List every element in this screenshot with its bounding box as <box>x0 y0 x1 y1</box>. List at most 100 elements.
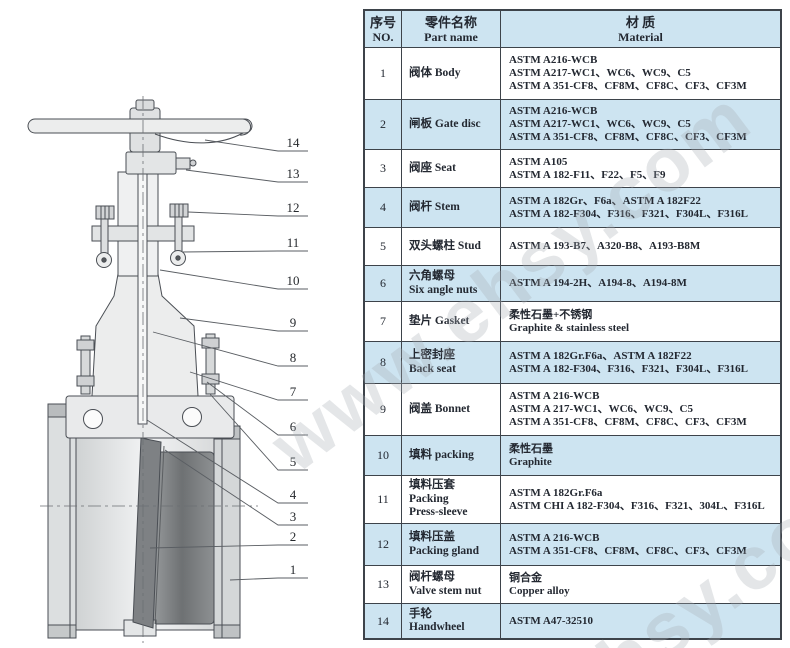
callout-leader-12 <box>187 211 308 217</box>
callout-leader-3 <box>164 449 308 526</box>
material-line: ASTM A105 <box>509 155 568 168</box>
part-name-line: 双头螺柱 Stud <box>409 239 481 252</box>
cell-no: 11 <box>365 476 402 523</box>
cell-no: 5 <box>365 228 402 265</box>
cell-no: 2 <box>365 100 402 149</box>
part-name-line: 填料压盖 <box>409 531 455 543</box>
part-name-line: Packing <box>409 492 449 505</box>
cell-no: 7 <box>365 302 402 341</box>
cell-part-name: 填料 packing <box>402 436 501 475</box>
material-line: ASTM A217-WC1、WC6、WC9、C5 <box>509 118 691 130</box>
cell-no: 9 <box>365 384 402 435</box>
cell-part-name: 双头螺柱 Stud <box>402 228 501 265</box>
part-name-line: 填料 packing <box>409 448 474 461</box>
material-line: ASTM A 182-F304、F316、F321、F304L、F316L <box>509 207 748 220</box>
part-name-line: Valve stem nut <box>409 584 482 597</box>
handwheel <box>27 99 253 153</box>
callout-leader-8 <box>152 331 308 367</box>
cell-no: 13 <box>365 566 402 603</box>
material-line: ASTM A 351-CF8、CF8M、CF8C、CF3、CF3M <box>509 131 747 143</box>
callout-label-7: 7 <box>290 384 297 399</box>
callout-label-2: 2 <box>290 529 297 544</box>
callout-label-9: 9 <box>290 315 297 330</box>
gland-eye-bolts <box>95 203 189 268</box>
material-line: Copper alloy <box>509 584 570 597</box>
part-name-line: 闸板 Gate disc <box>409 117 481 130</box>
material-line: ASTM A 182-F304、F316、F321、F304L、F316L <box>509 362 748 375</box>
centerlines <box>40 96 258 643</box>
header-material-en: Material <box>618 29 663 44</box>
cell-no: 1 <box>365 48 402 99</box>
callout-leader-6 <box>206 381 308 436</box>
table-row: 5 双头螺柱 Stud ASTM A 193-B7、A320-B8、A193-B8M <box>365 227 780 265</box>
material-line: Graphite <box>509 455 552 468</box>
callout-label-13: 13 <box>287 166 300 181</box>
bonnet-flange <box>65 395 235 439</box>
callout-label-6: 6 <box>290 419 297 434</box>
cell-part-name: 阀座 Seat <box>402 150 501 187</box>
callout-leader-13 <box>185 169 308 183</box>
part-name-line: 六角螺母 <box>409 270 455 282</box>
header-part-en: Part name <box>424 29 478 44</box>
callout-leader-14 <box>204 139 308 152</box>
valve-stem-nut <box>125 151 197 175</box>
cell-no: 3 <box>365 150 402 187</box>
material-line: ASTM A 182Gr、F6a、ASTM A 182F22 <box>509 194 701 207</box>
material-line: ASTM A216-WCB <box>509 105 598 117</box>
material-line: ASTM A 216-WCB <box>509 390 600 402</box>
material-line: ASTM A 216-WCB <box>509 531 600 544</box>
part-name-line: 上密封座 <box>409 349 455 361</box>
header-no: 序号 NO. <box>365 11 402 47</box>
callout-leader-11 <box>181 250 308 253</box>
header-no-zh: 序号 <box>369 14 396 30</box>
part-name-line: 阀体 Body <box>409 66 461 79</box>
cell-material: ASTM A 193-B7、A320-B8、A193-B8M <box>501 228 780 265</box>
part-name-line: Handwheel <box>409 621 465 633</box>
parts-table: 序号 NO. 零件名称 Part name 材 质 Material 1 阀体 B… <box>363 9 782 640</box>
header-part-name: 零件名称 Part name <box>402 11 501 47</box>
table-header: 序号 NO. 零件名称 Part name 材 质 Material <box>365 11 780 47</box>
material-line: 柔性石墨 <box>509 442 553 455</box>
callout-label-5: 5 <box>290 454 297 469</box>
cell-no: 14 <box>365 604 402 638</box>
cell-part-name: 阀盖 Bonnet <box>402 384 501 435</box>
cell-part-name: 闸板 Gate disc <box>402 100 501 149</box>
gate-disc <box>132 437 165 629</box>
material-line: ASTM A 182Gr.F6a <box>509 486 603 499</box>
part-name-line: 阀盖 Bonnet <box>409 402 471 415</box>
cell-no: 10 <box>365 436 402 475</box>
callout-leader-1 <box>229 577 308 581</box>
header-no-en: NO. <box>372 29 394 44</box>
header-material-zh: 材 质 <box>625 14 656 30</box>
callout-leader-2 <box>149 544 308 549</box>
cell-part-name: 垫片 Gasket <box>402 302 501 341</box>
part-name-line: 阀杆螺母 <box>409 571 455 583</box>
part-name-line: Back seat <box>409 362 456 375</box>
material-line: 铜合金 <box>509 571 542 584</box>
material-line: ASTM A 217-WC1、WC6、WC9、C5 <box>509 403 693 415</box>
bonnet-studs <box>76 333 220 395</box>
material-line: ASTM A 351-CF8、CF8M、CF8C、CF3、CF3M <box>509 544 747 557</box>
material-line: ASTM A217-WC1、WC6、WC9、C5 <box>509 67 691 79</box>
